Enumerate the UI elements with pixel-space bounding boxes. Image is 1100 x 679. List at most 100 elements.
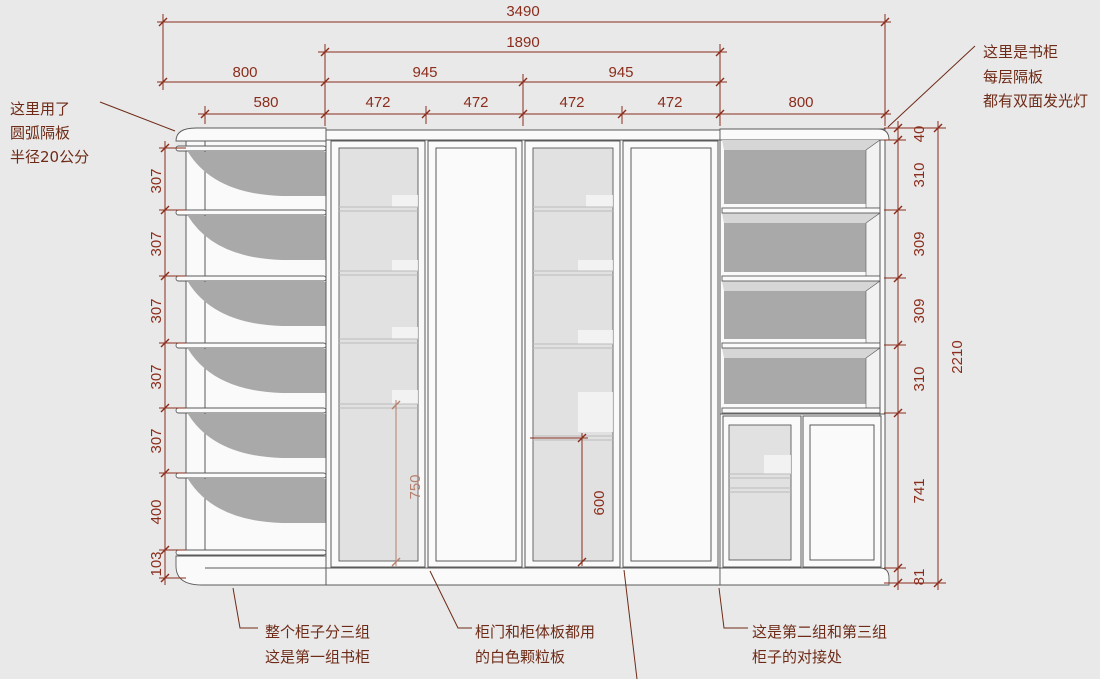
solid-door-panel — [435, 147, 517, 562]
glass-reflection — [578, 330, 613, 344]
solid-door-panel — [809, 424, 875, 561]
glass-reflection — [764, 455, 791, 474]
group-width-label: 945 — [412, 64, 437, 81]
dimension-tick — [160, 573, 170, 583]
top-dimension-labels: 3490 1890 800 945 945 580 472 472 472 47… — [232, 3, 813, 111]
shelf-underside — [722, 213, 880, 223]
note-line: 柜门和柜体板都用 — [475, 623, 595, 641]
bookcase-note: 这里是书柜 每层隔板 都有双面发光灯 — [983, 43, 1088, 110]
third-group-bookcase — [719, 128, 890, 586]
glass-reflection — [392, 260, 418, 271]
shelf-underside — [722, 281, 880, 291]
back-panel-shadow — [724, 223, 866, 272]
section-width-label: 580 — [253, 94, 278, 111]
note-line: 圆弧隔板 — [10, 124, 70, 142]
note-line: 的白色颗粒板 — [475, 648, 565, 666]
arc-shelf — [175, 407, 327, 414]
arc-shelves — [175, 145, 327, 556]
dimension-tick — [893, 135, 903, 145]
dimension-tick — [518, 77, 528, 87]
dimension-tick — [893, 578, 903, 588]
side-panel — [865, 280, 881, 344]
dimension-tick — [160, 143, 170, 153]
left-segment-label: 307 — [148, 231, 165, 256]
shelf-board — [721, 275, 881, 282]
leader-line — [887, 45, 976, 128]
arc-shelf-shadow — [188, 216, 326, 260]
arc-shelf — [175, 275, 327, 282]
right-segment-label: 309 — [911, 231, 928, 256]
dimension-tick — [320, 109, 330, 119]
dimension-tick — [933, 123, 943, 133]
note-line: 柜子的对接处 — [752, 648, 842, 666]
section-width-label: 472 — [657, 94, 682, 111]
dimension-tick — [893, 340, 903, 350]
arc-shelf — [175, 472, 327, 479]
dimension-tick — [577, 557, 587, 567]
back-panel-shadow — [724, 358, 866, 404]
dimension-tick — [715, 77, 725, 87]
dimension-tick — [200, 109, 210, 119]
arc-shelf — [175, 549, 327, 556]
material-note: 柜门和柜体板都用 的白色颗粒板 — [475, 623, 595, 666]
arc-shelf — [175, 145, 327, 152]
right-segment-label: 310 — [911, 366, 928, 391]
glass-reflection — [578, 260, 613, 271]
right-segment-label: 40 — [911, 126, 928, 143]
leader-line — [623, 569, 638, 679]
dimension-tick — [577, 433, 587, 443]
left-segment-label: 307 — [148, 364, 165, 389]
left-base-board — [175, 555, 327, 586]
glass-door-pane — [532, 147, 614, 562]
first-group-bookcase — [175, 127, 327, 586]
dimension-tick — [933, 578, 943, 588]
left-segment-label: 103 — [148, 551, 165, 576]
group-width-label: 800 — [232, 64, 257, 81]
right-segment-label: 741 — [911, 478, 928, 503]
middle-width-label: 1890 — [506, 34, 539, 51]
dimension-tick — [893, 123, 903, 133]
leader-line — [718, 587, 748, 629]
section-width-label: 800 — [788, 94, 813, 111]
right-segment-label: 309 — [911, 298, 928, 323]
arc-shelf-note: 这里用了 圆弧隔板 半径20公分 — [10, 100, 89, 166]
dimension-tick — [715, 47, 725, 57]
back-panel-shadow — [724, 150, 866, 204]
note-line: 半径20公分 — [10, 148, 89, 166]
glass-door-interior — [339, 195, 418, 409]
dimension-tick — [893, 563, 903, 573]
dimension-tick — [518, 109, 528, 119]
side-panel — [865, 139, 881, 209]
right-dimension-labels: 40 310 309 309 310 741 81 2210 — [911, 126, 966, 586]
note-line: 都有双面发光灯 — [983, 92, 1088, 110]
dimension-tick — [880, 109, 890, 119]
note-line: 这里用了 — [10, 100, 70, 118]
left-segment-label: 307 — [148, 298, 165, 323]
glass-door-shelf-height-label: 750 — [407, 474, 424, 499]
glass-reflection — [392, 195, 418, 207]
right-segment-label: 310 — [911, 162, 928, 187]
dimension-tick — [158, 17, 168, 27]
left-segment-label: 307 — [148, 428, 165, 453]
top-dimension-lines — [157, 14, 891, 126]
glass-reflection — [578, 392, 613, 432]
side-dimension-lines — [164, 121, 939, 590]
side-panel — [865, 347, 881, 409]
left-dimension-labels: 307 307 307 307 307 400 103 — [148, 168, 165, 576]
shelf-board — [721, 342, 881, 349]
dimension-tick — [893, 408, 903, 418]
section-width-label: 472 — [463, 94, 488, 111]
dimension-tick — [320, 77, 330, 87]
section-width-label: 472 — [365, 94, 390, 111]
solid-door-panel — [630, 147, 712, 562]
joint-note: 这是第二组和第三组 柜子的对接处 — [752, 623, 887, 666]
note-line: 整个柜子分三组 — [265, 623, 370, 641]
dimension-tick — [893, 273, 903, 283]
arc-shelf-shadow — [188, 152, 326, 196]
leader-line — [99, 101, 176, 132]
dimension-tick — [158, 77, 168, 87]
dimension-tick — [160, 205, 170, 215]
dimension-tick — [880, 17, 890, 27]
leader-line — [429, 570, 472, 629]
